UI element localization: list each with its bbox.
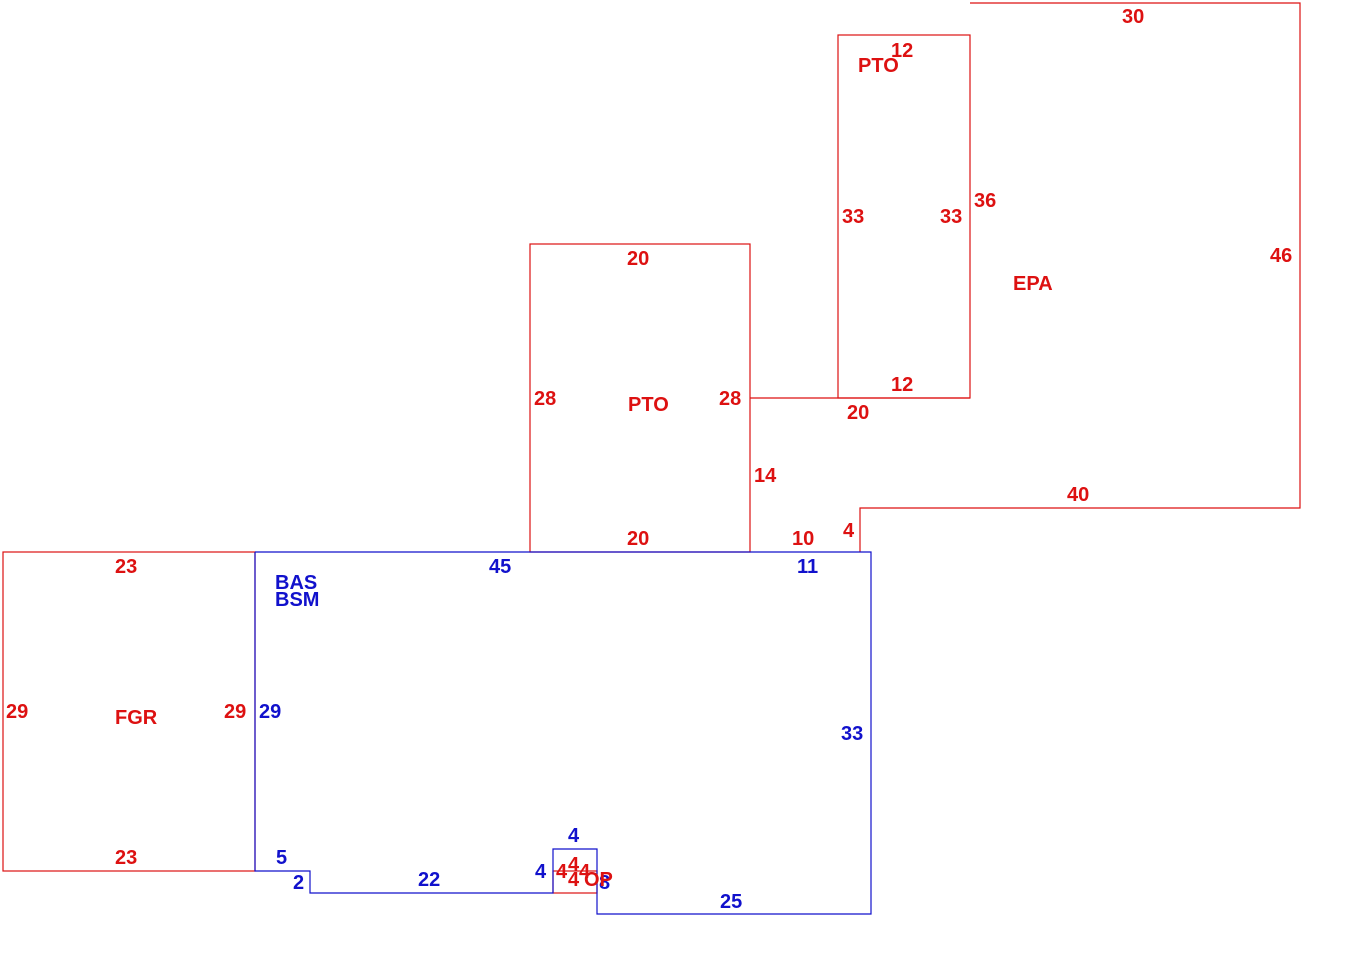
- epa-step-b-dim: 10: [792, 528, 814, 550]
- bas-notch-top-dim: 4: [568, 825, 580, 847]
- pto-upper-right-dim: 33: [940, 206, 962, 228]
- bas-notch-left-dim: 4: [535, 861, 547, 883]
- pto-lower-right-dim: 28: [719, 388, 741, 410]
- bas-code: BAS: [275, 572, 317, 594]
- pto-lower-bottom-dim: 20: [627, 528, 649, 550]
- epa-bottom-dim: 40: [1067, 484, 1089, 506]
- op-top-dim: 4: [568, 854, 580, 876]
- pto-lower-left-dim: 28: [534, 388, 556, 410]
- op-right-dim: 4: [579, 861, 591, 883]
- bas-outline: [254, 551, 872, 915]
- bas-bottom-right-dim: 25: [720, 891, 742, 913]
- bas-step-left-dim: 5: [276, 847, 287, 869]
- pto-upper-left-dim: 33: [842, 206, 864, 228]
- op-code-prefix: 4: [568, 869, 580, 891]
- pto-upper-bottom-dim: 12: [891, 374, 913, 396]
- epa-outline: [859, 2, 1301, 552]
- bsm-code: BSM: [275, 589, 319, 611]
- bas-left-dim: 29: [259, 701, 281, 723]
- epa-top-dim: 30: [1122, 6, 1144, 28]
- op-code: OP: [584, 869, 613, 891]
- fgr-left-dim: 29: [6, 701, 28, 723]
- epa-code: EPA: [1013, 273, 1053, 295]
- pto-upper-top-dim: 12: [891, 40, 913, 62]
- pto-lower-top-dim: 20: [627, 248, 649, 270]
- bas-right-dim: 33: [841, 723, 863, 745]
- bas-top-dim: 45: [489, 556, 511, 578]
- epa-step-a-dim: 4: [843, 520, 855, 542]
- bas-bottom-left-dim: 22: [418, 869, 440, 891]
- pto-lower-code: PTO: [628, 394, 669, 416]
- fgr-bottom-dim: 23: [115, 847, 137, 869]
- bas-top-right-dim: 11: [797, 556, 818, 578]
- bas-step-drop-dim: 2: [293, 872, 304, 894]
- epa-right-dim: 46: [1270, 245, 1292, 267]
- op-left-dim: 4: [556, 861, 568, 883]
- bas-notch-right-dim: 8: [599, 872, 610, 894]
- epa-left-dim: 36: [974, 190, 996, 212]
- epa-step-d-dim: 20: [847, 402, 869, 424]
- fgr-code: FGR: [115, 707, 158, 729]
- pto-upper-code: PTO: [858, 55, 899, 77]
- fgr-right-dim: 29: [224, 701, 246, 723]
- epa-step-c-dim: 14: [754, 465, 777, 487]
- fgr-top-dim: 23: [115, 556, 137, 578]
